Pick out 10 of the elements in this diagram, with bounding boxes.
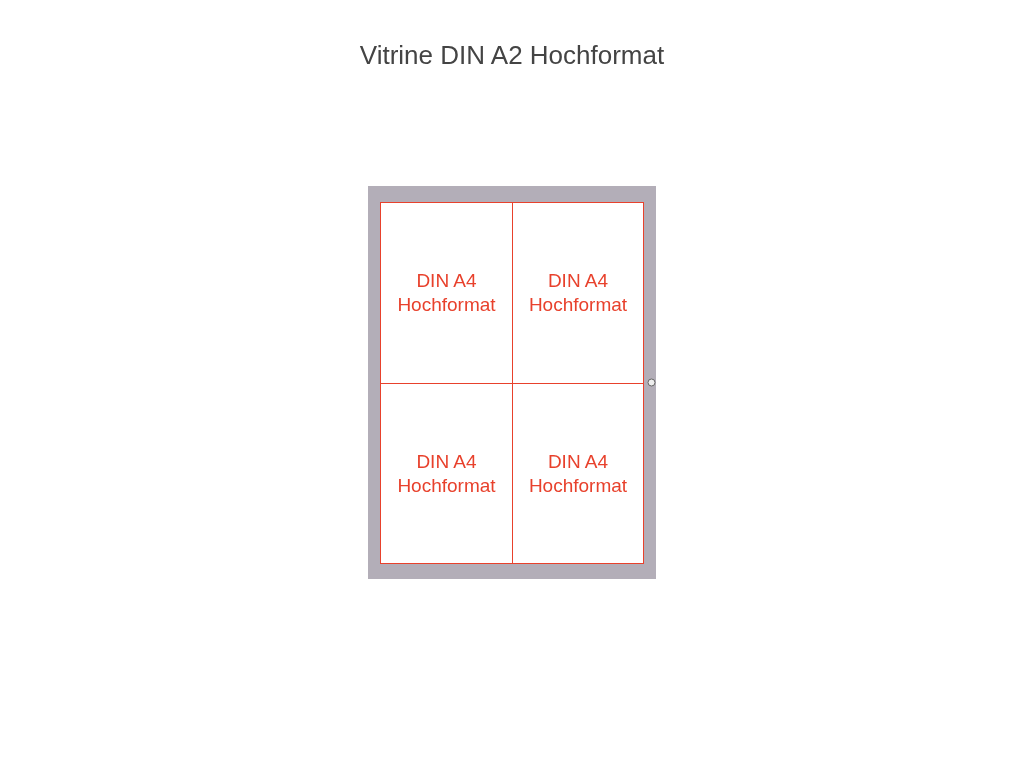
pane-label: DIN A4 Hochformat xyxy=(396,449,497,498)
pane-label: DIN A4 Hochformat xyxy=(527,449,629,498)
poster-pane xyxy=(380,383,513,564)
pane-label: DIN A4 Hochformat xyxy=(527,269,629,317)
poster-pane xyxy=(512,383,644,564)
display-case-frame xyxy=(368,186,656,579)
poster-pane xyxy=(380,202,513,384)
pane-label: DIN A4 Hochformat xyxy=(396,269,497,317)
poster-pane xyxy=(512,202,644,384)
title: Vitrine DIN A2 Hochformat xyxy=(358,40,666,71)
